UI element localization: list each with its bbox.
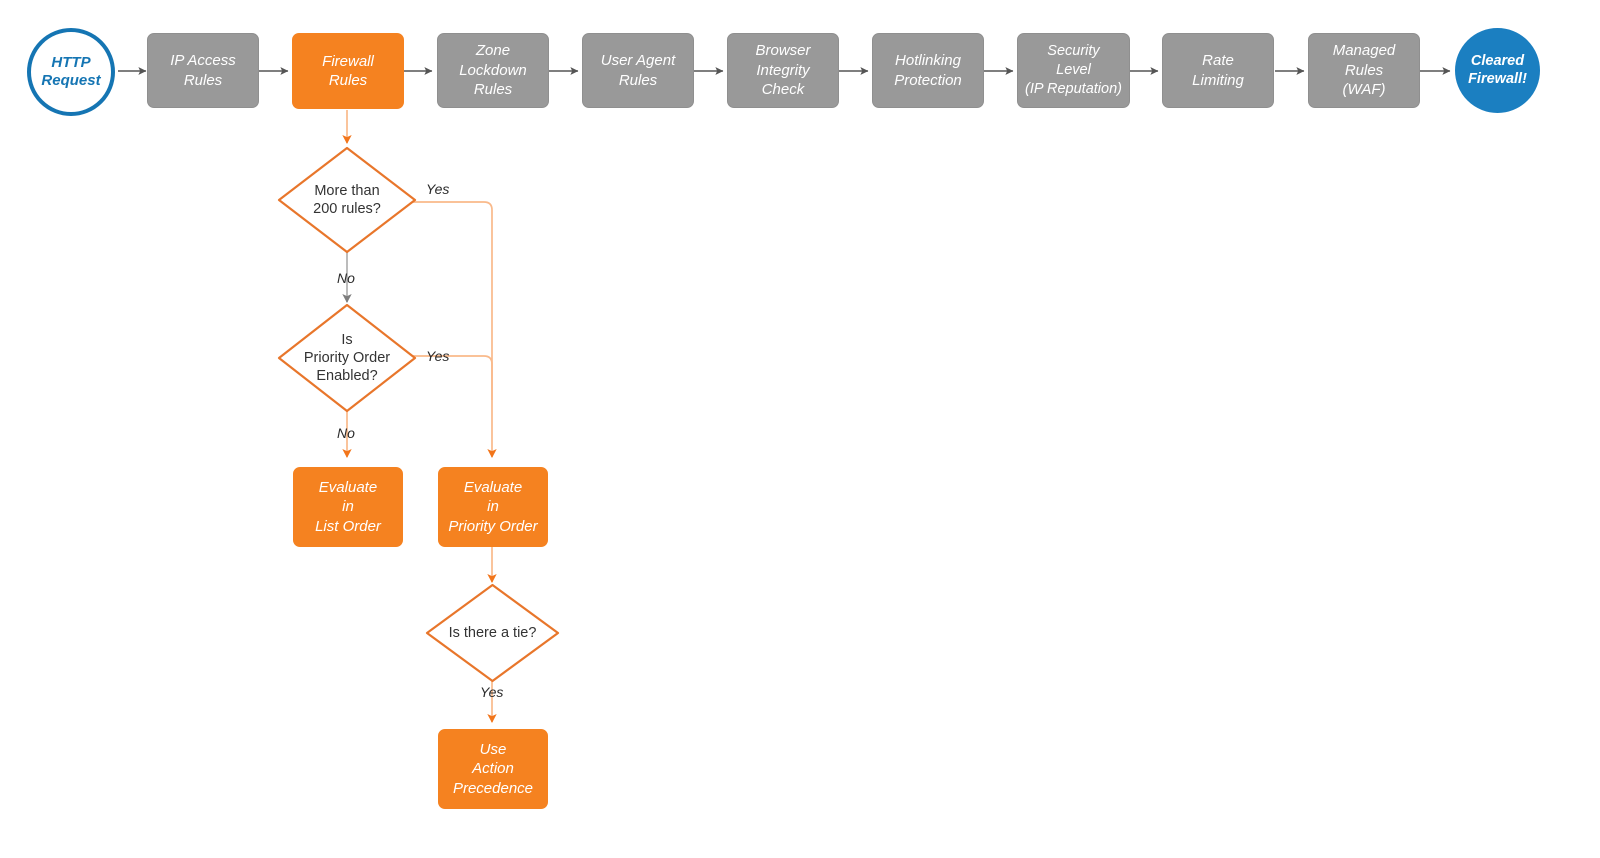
- node-firewall-rules[interactable]: Firewall Rules: [292, 33, 404, 109]
- node-zone-lockdown-rules[interactable]: Zone Lockdown Rules: [437, 33, 549, 108]
- node-security-level[interactable]: Security Level (IP Reputation): [1017, 33, 1130, 108]
- node-decision-is-priority-order-enabled-label: Is Priority Order Enabled?: [303, 331, 391, 385]
- node-cleared-firewall[interactable]: Cleared Firewall!: [1455, 28, 1540, 113]
- edge-label-priority-order-no: No: [337, 425, 355, 441]
- node-user-agent-rules-label: User Agent Rules: [600, 52, 676, 89]
- node-evaluate-in-list-order[interactable]: Evaluate in List Order: [293, 467, 403, 547]
- node-ip-access-rules-label: IP Access Rules: [170, 52, 236, 89]
- node-browser-integrity-check[interactable]: Browser Integrity Check: [727, 33, 839, 108]
- node-managed-rules-waf[interactable]: Managed Rules (WAF): [1308, 33, 1420, 108]
- node-decision-is-priority-order-enabled[interactable]: Is Priority Order Enabled?: [277, 303, 417, 413]
- node-security-level-label: Security Level (IP Reputation): [1025, 43, 1122, 97]
- node-decision-is-there-a-tie-label: Is there a tie?: [448, 624, 537, 641]
- node-http-request-label: HTTP Request: [41, 54, 101, 89]
- node-evaluate-in-list-order-label: Evaluate in List Order: [315, 478, 381, 535]
- node-evaluate-in-priority-order-label: Evaluate in Priority Order: [448, 478, 538, 535]
- node-evaluate-in-priority-order[interactable]: Evaluate in Priority Order: [438, 467, 548, 547]
- node-hotlinking-protection-label: Hotlinking Protection: [894, 52, 962, 89]
- node-http-request[interactable]: HTTP Request: [27, 28, 115, 116]
- node-zone-lockdown-rules-label: Zone Lockdown Rules: [459, 42, 527, 99]
- node-decision-more-than-200-rules[interactable]: More than 200 rules?: [277, 146, 417, 254]
- node-hotlinking-protection[interactable]: Hotlinking Protection: [872, 33, 984, 108]
- node-browser-integrity-check-label: Browser Integrity Check: [755, 42, 811, 99]
- node-managed-rules-waf-label: Managed Rules (WAF): [1332, 42, 1396, 99]
- diamond-shape: [425, 583, 560, 683]
- edge-label-rules-count-yes: Yes: [426, 181, 450, 197]
- node-decision-more-than-200-rules-label: More than 200 rules?: [313, 182, 381, 217]
- diamond-shape: [277, 303, 417, 413]
- edge-label-priority-order-yes: Yes: [426, 348, 450, 364]
- edge-label-rules-count-no: No: [337, 270, 355, 286]
- diamond-shape: [277, 146, 417, 254]
- node-rate-limiting-label: Rate Limiting: [1192, 52, 1244, 89]
- node-cleared-firewall-label: Cleared Firewall!: [1468, 53, 1527, 87]
- node-rate-limiting[interactable]: Rate Limiting: [1162, 33, 1274, 108]
- node-ip-access-rules[interactable]: IP Access Rules: [147, 33, 259, 108]
- node-use-action-precedence-label: Use Action Precedence: [452, 740, 534, 797]
- node-user-agent-rules[interactable]: User Agent Rules: [582, 33, 694, 108]
- node-use-action-precedence[interactable]: Use Action Precedence: [438, 729, 548, 809]
- node-firewall-rules-label: Firewall Rules: [322, 52, 374, 90]
- node-decision-is-there-a-tie[interactable]: Is there a tie?: [425, 583, 560, 683]
- edge-label-tie-yes: Yes: [480, 684, 504, 700]
